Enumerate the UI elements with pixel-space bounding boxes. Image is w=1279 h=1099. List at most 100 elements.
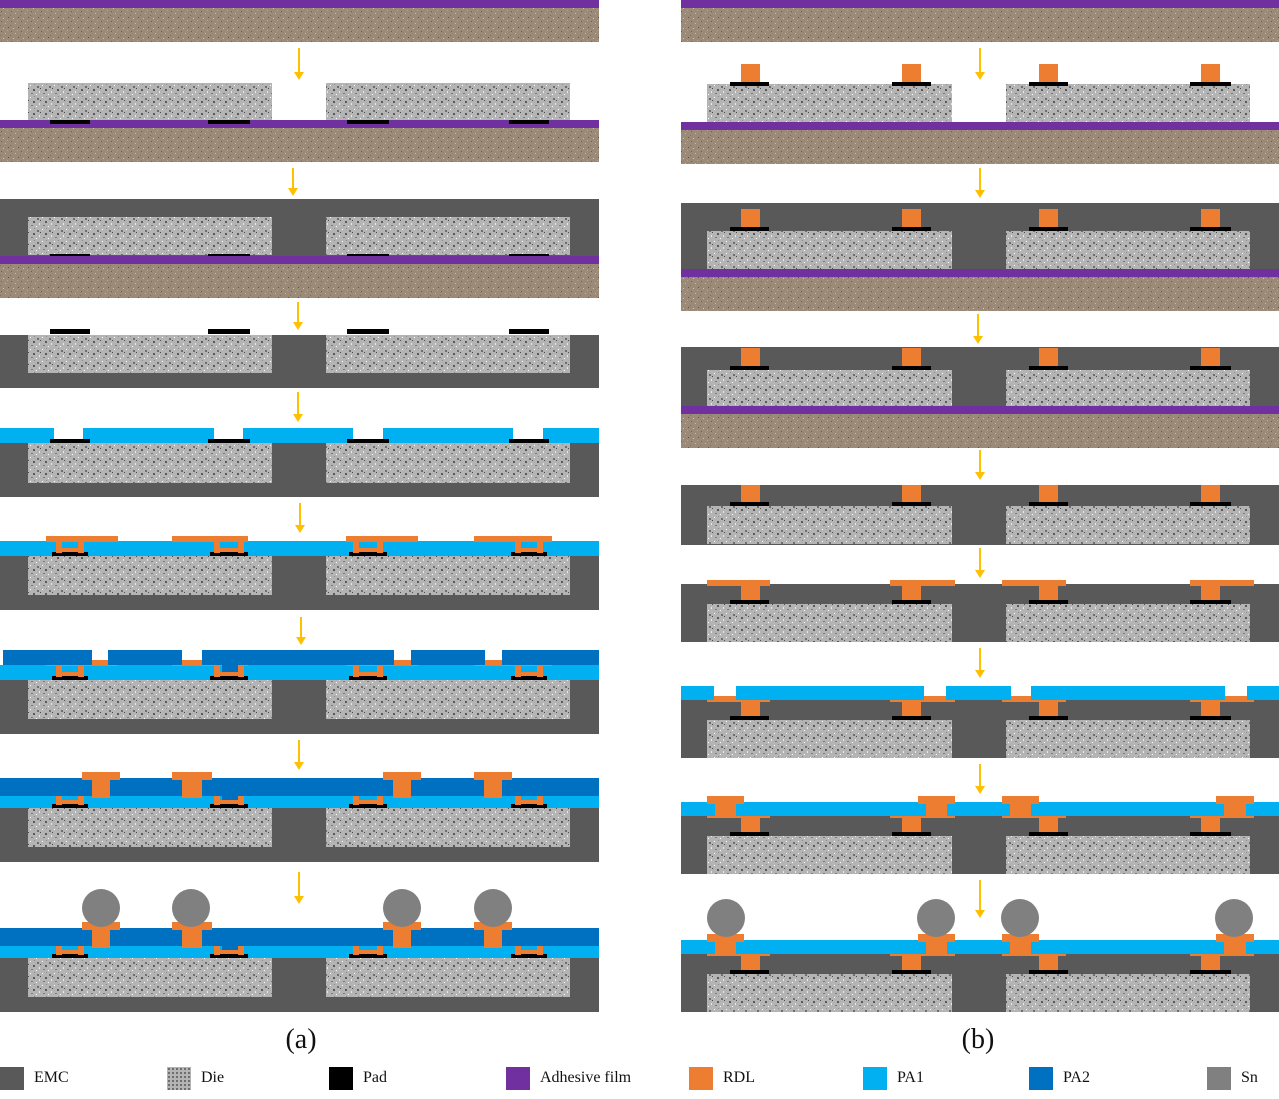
rdl: [1002, 796, 1039, 804]
rdl: [214, 548, 244, 552]
rdl: [214, 943, 220, 955]
rdl: [353, 943, 359, 955]
die: [1006, 836, 1250, 874]
adhesive-film: [681, 122, 1279, 130]
pa2: [0, 778, 599, 796]
rdl: [346, 536, 418, 542]
rdl: [474, 536, 552, 542]
pa2-via: [222, 935, 238, 950]
die: [326, 83, 570, 121]
process-arrow-head: [288, 188, 298, 196]
cu-pillar: [741, 348, 760, 366]
die: [707, 720, 952, 758]
rdl: [377, 943, 383, 955]
legend-item-pad: Pad: [329, 1066, 387, 1090]
legend-label-adhesive-film: Adhesive film: [540, 1069, 632, 1086]
process-arrow-head: [973, 336, 983, 344]
legend-item-emc: EMC: [0, 1066, 69, 1090]
pad: [1029, 227, 1068, 231]
process-arrow-head: [975, 670, 985, 678]
pa1: [736, 686, 924, 700]
rdl: [515, 665, 521, 677]
legend-item-die: Die: [167, 1066, 224, 1090]
process-arrow-head: [296, 637, 306, 645]
die: [28, 958, 272, 997]
legend-label-rdl: RDL: [723, 1069, 755, 1086]
die: [707, 836, 952, 874]
pad: [892, 227, 931, 231]
pad: [511, 954, 547, 958]
pad: [892, 600, 931, 604]
rdl: [238, 665, 244, 677]
cu-pillar: [902, 816, 921, 832]
pad: [511, 676, 547, 680]
pad: [730, 716, 769, 720]
pad: [349, 954, 387, 958]
pa1: [1247, 686, 1279, 700]
cu-pillar: [902, 348, 921, 366]
pad: [210, 552, 248, 556]
pad: [1190, 366, 1231, 370]
pad: [730, 82, 769, 86]
pa2: [108, 650, 182, 665]
cu-pillar: [1039, 209, 1058, 227]
pad: [892, 82, 931, 86]
rdl: [515, 541, 521, 553]
cu-pillar: [741, 584, 760, 600]
process-arrow-head: [294, 72, 304, 80]
rdl: [890, 580, 955, 586]
die: [326, 335, 570, 373]
rdl: [182, 778, 202, 798]
cu-pillar: [741, 209, 760, 227]
solder-ball: [383, 889, 421, 927]
pad: [52, 804, 88, 808]
pa1: [1031, 686, 1225, 700]
cu-pillar: [902, 209, 921, 227]
rdl: [515, 793, 521, 805]
rdl: [214, 950, 244, 954]
process-arrow-head: [293, 414, 303, 422]
pad: [1190, 832, 1231, 836]
rdl: [393, 928, 411, 948]
rdl: [537, 943, 543, 955]
cu-pillar: [741, 485, 760, 502]
pad: [892, 716, 931, 720]
pad: [1190, 227, 1231, 231]
cu-pillar: [1201, 816, 1220, 832]
pa2: [3, 650, 92, 665]
rdl: [1010, 940, 1031, 954]
pa1: [543, 428, 599, 443]
rdl: [715, 940, 736, 954]
rdl: [56, 950, 84, 954]
rdl: [56, 548, 84, 552]
adhesive-film: [681, 269, 1279, 277]
legend-label-die: Die: [201, 1069, 225, 1086]
pad: [1029, 716, 1068, 720]
cu-pillar: [1039, 64, 1058, 82]
solder-ball: [474, 889, 512, 927]
rdl: [46, 536, 118, 542]
die: [1006, 720, 1250, 758]
legend-item-pa2: PA2: [1029, 1066, 1090, 1090]
die: [707, 370, 952, 408]
rdl: [1224, 940, 1246, 954]
die: [326, 958, 570, 997]
rdl: [214, 800, 244, 804]
pa2: [202, 650, 394, 665]
pad: [50, 439, 90, 443]
rdl: [377, 665, 383, 677]
rdl: [1010, 802, 1031, 816]
pad: [349, 804, 387, 808]
pa2: [0, 928, 599, 946]
rdl: [214, 541, 220, 553]
rdl: [383, 772, 421, 780]
legend-swatch-rdl: [689, 1066, 713, 1090]
rdl: [393, 778, 411, 798]
process-arrow-head: [975, 190, 985, 198]
pad: [1029, 366, 1068, 370]
rdl: [56, 541, 62, 553]
rdl: [56, 943, 62, 955]
rdl: [353, 665, 359, 677]
rdl: [353, 541, 359, 553]
rdl: [353, 793, 359, 805]
